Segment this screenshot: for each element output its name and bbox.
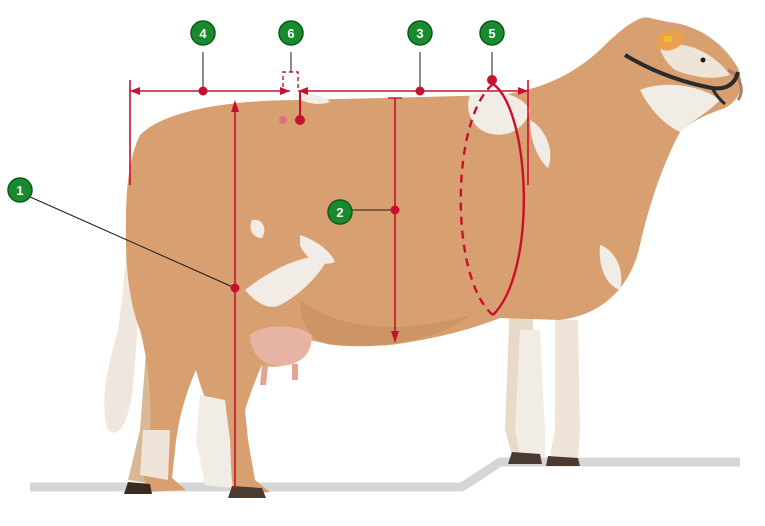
marker-label: 4 [199,26,207,41]
marker-4: 4 [190,20,216,46]
arrowhead [518,87,528,95]
marker-label: 5 [488,26,495,41]
marker-label: 3 [416,26,423,41]
marker-5: 5 [479,20,505,46]
arrowhead [391,331,399,343]
marker-6: 6 [278,20,304,46]
measure-line-5 [492,83,526,316]
arrowhead [280,87,290,95]
marker-label: 2 [336,205,343,220]
marker-2: 2 [327,199,353,225]
halter-icon [623,53,740,106]
arrowhead [298,87,308,95]
arrowhead [130,87,140,95]
arrowhead [231,100,239,112]
measurement-lines [27,52,529,490]
marker-label: 1 [16,183,23,198]
cow-icon [104,17,743,498]
marker-label: 6 [287,26,294,41]
marker-3: 3 [407,20,433,46]
marker-1: 1 [7,177,33,203]
measure-points [198,75,497,293]
